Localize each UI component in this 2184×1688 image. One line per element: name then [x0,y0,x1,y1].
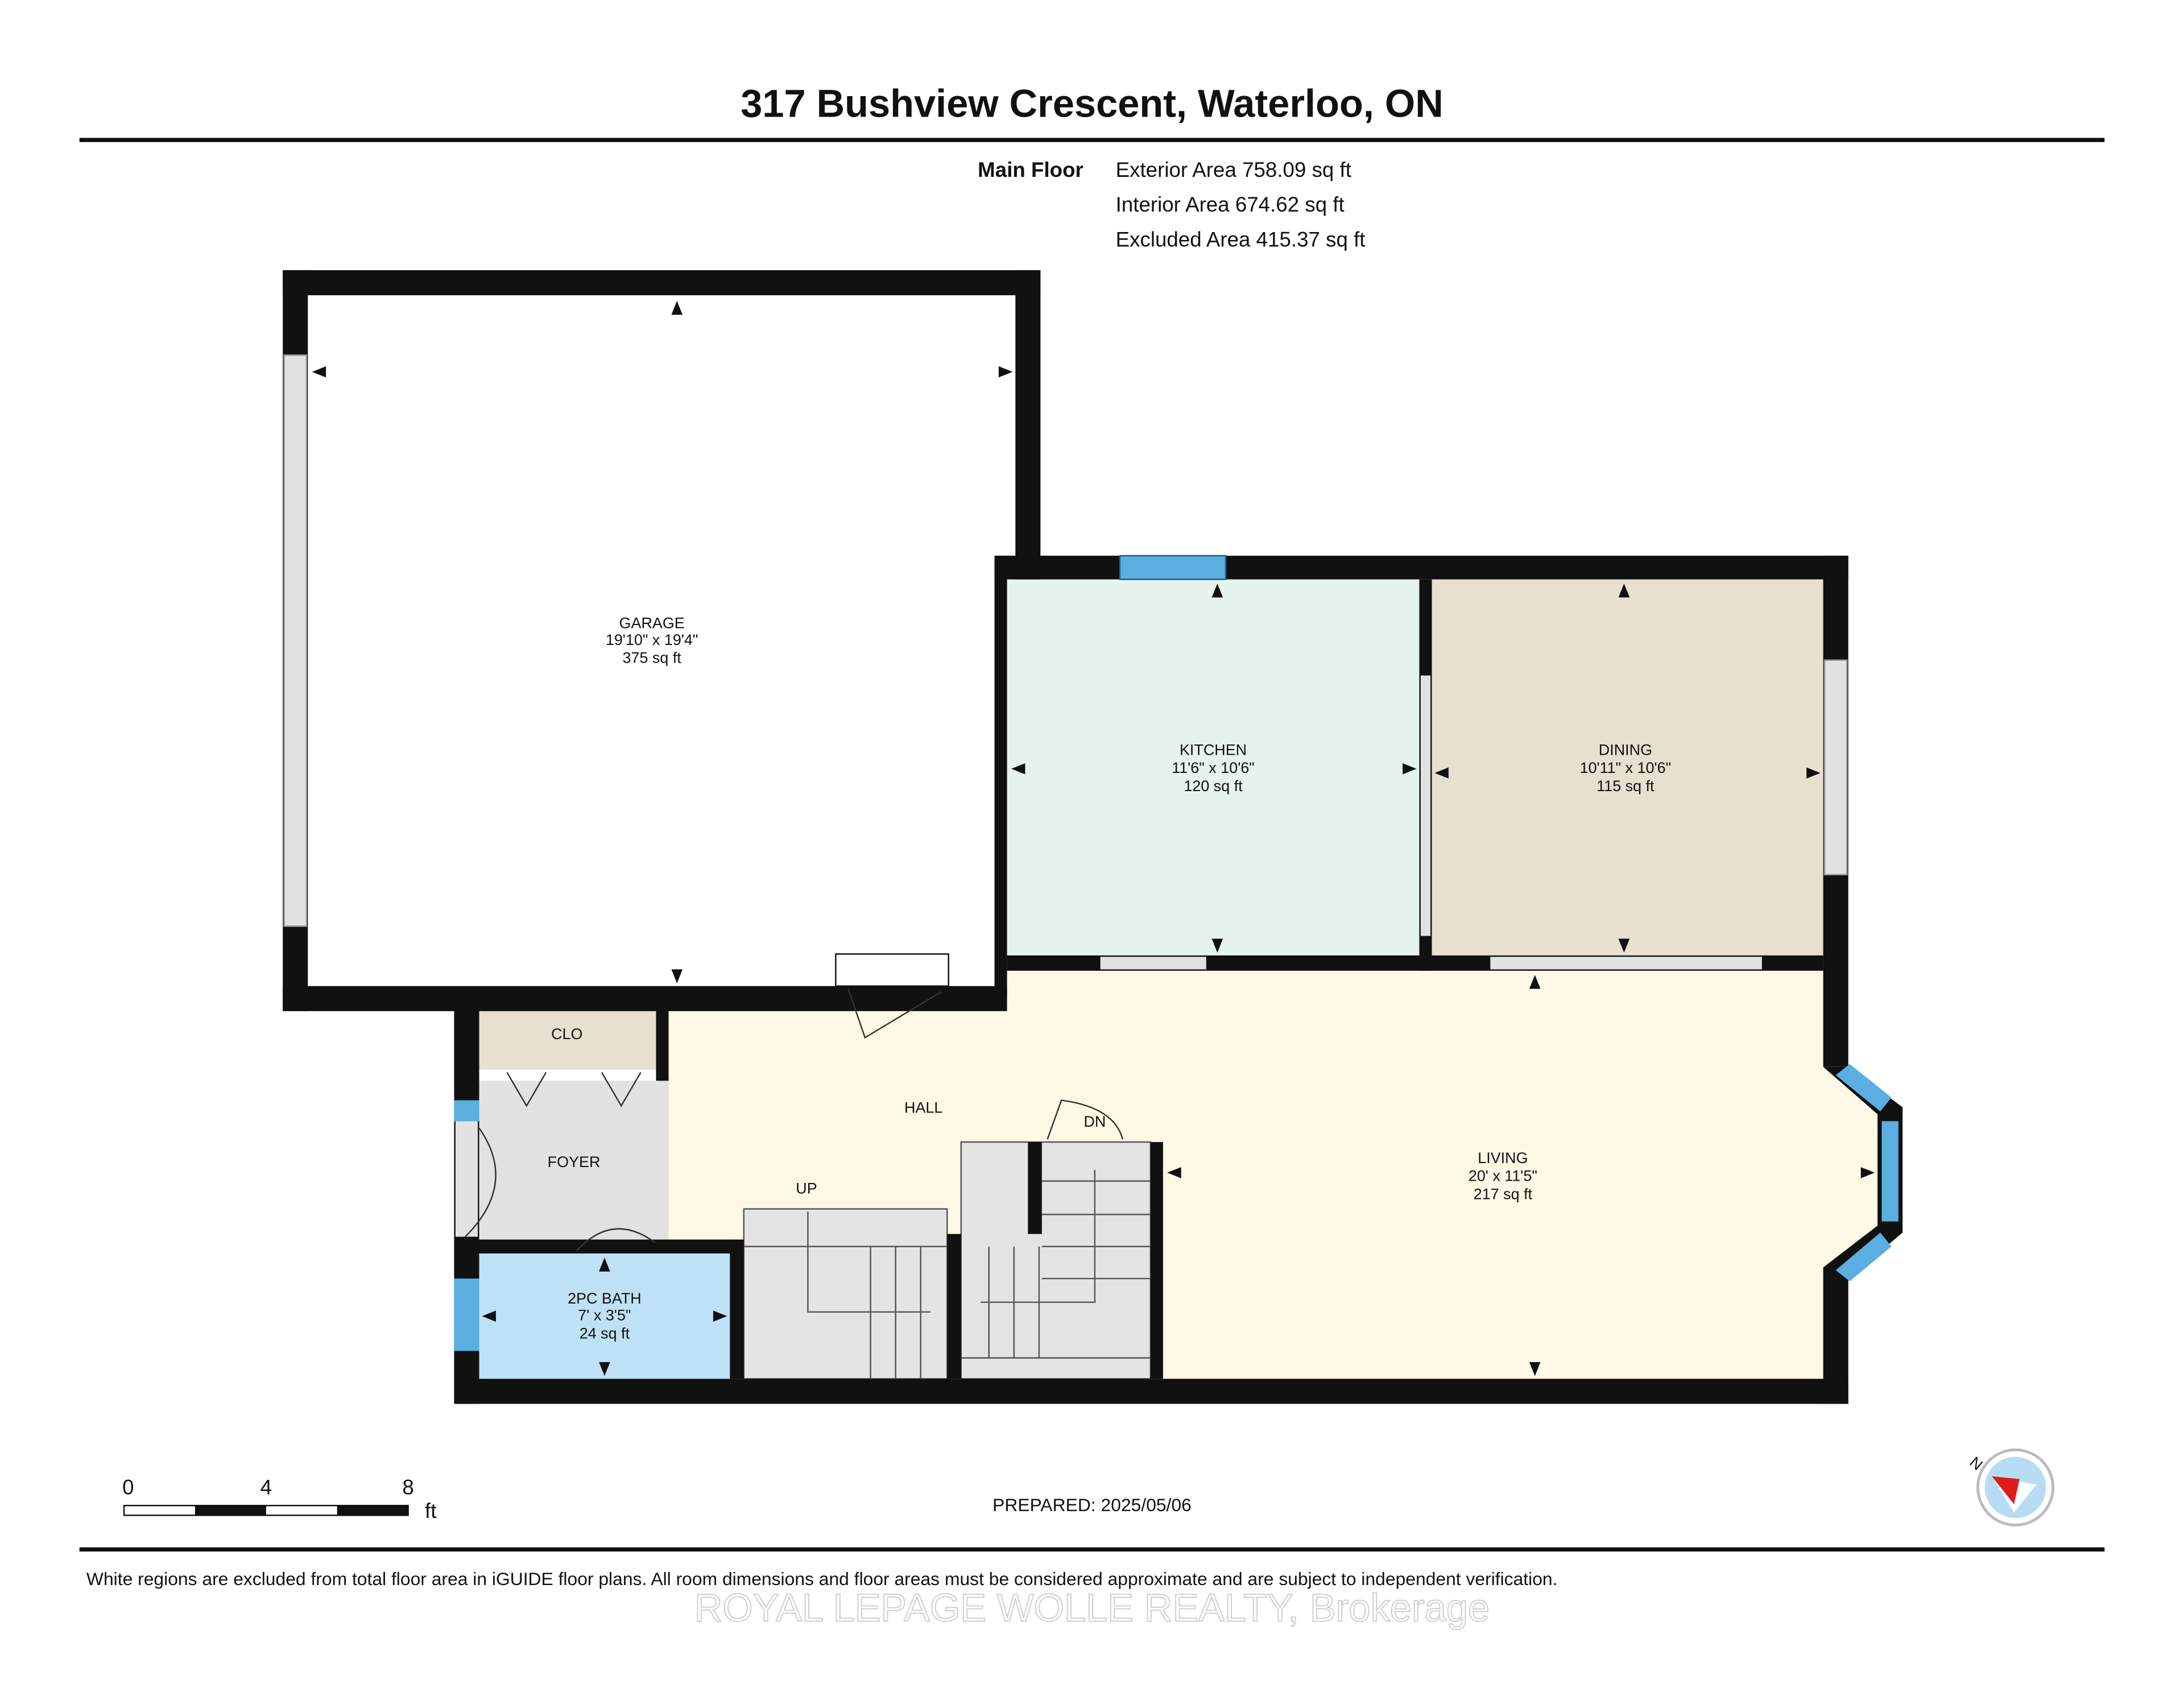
kitchen-dims: 11'6" x 10'6" [1172,759,1255,776]
footer-rule [79,1547,2105,1552]
door-swings [465,988,1124,1251]
page-title: 317 Bushview Crescent, Waterloo, ON [741,82,1443,126]
excluded-area: Excluded Area 415.37 sq ft [1116,227,1366,251]
living-dims: 20' x 11'5" [1469,1168,1537,1185]
garage-name: GARAGE [619,614,685,631]
dining-fill [1432,579,1823,955]
stairs-up [743,1208,948,1380]
scale-bar: 0 4 8 ft [122,1476,436,1523]
header-rule [79,138,2105,142]
stairs-down-label: DN [1083,1113,1106,1130]
watermark: ROYAL LEPAGE WOLLE REALTY, Brokerage [694,1586,1490,1629]
living-area: 217 sq ft [1474,1185,1533,1202]
bath-fill [479,1253,730,1379]
windows [283,354,1898,1351]
bath-dims: 7' x 3'5" [578,1307,631,1324]
dining-name: DINING [1599,741,1652,758]
garage-area: 375 sq ft [623,649,682,667]
clo-name: CLO [551,1025,582,1042]
living-name: LIVING [1478,1149,1528,1166]
disclaimer: White regions are excluded from total fl… [86,1569,1558,1589]
dining-area: 115 sq ft [1596,777,1654,795]
hall-name: HALL [904,1099,942,1116]
scale-tick-8: 8 [402,1476,413,1499]
stair-treads [743,1170,1151,1379]
dimension-arrows [312,300,1875,1376]
bath-area: 24 sq ft [580,1325,630,1342]
kitchen-fill [1007,579,1420,955]
scale-tick-0: 0 [122,1476,134,1499]
exterior-area: Exterior Area 758.09 sq ft [1116,158,1351,181]
stairs-up-label: UP [796,1180,817,1197]
garage-dims: 19'10" x 19'4" [606,631,698,648]
foyer-fill [479,1081,669,1240]
living-hall-fill [668,970,1878,1379]
compass-icon: N [1967,1448,2055,1526]
scale-tick-4: 4 [260,1476,272,1499]
scale-unit: ft [425,1499,436,1522]
foyer-name: FOYER [548,1153,601,1170]
floor-name: Main Floor [978,158,1083,181]
dining-dims: 10'11" x 10'6" [1580,759,1672,776]
bath-name: 2PC BATH [568,1290,642,1307]
kitchen-name: KITCHEN [1180,741,1247,758]
prepared-date: PREPARED: 2025/05/06 [992,1495,1192,1515]
kitchen-area: 120 sq ft [1184,777,1243,795]
interior-area: Interior Area 674.62 sq ft [1116,193,1345,216]
